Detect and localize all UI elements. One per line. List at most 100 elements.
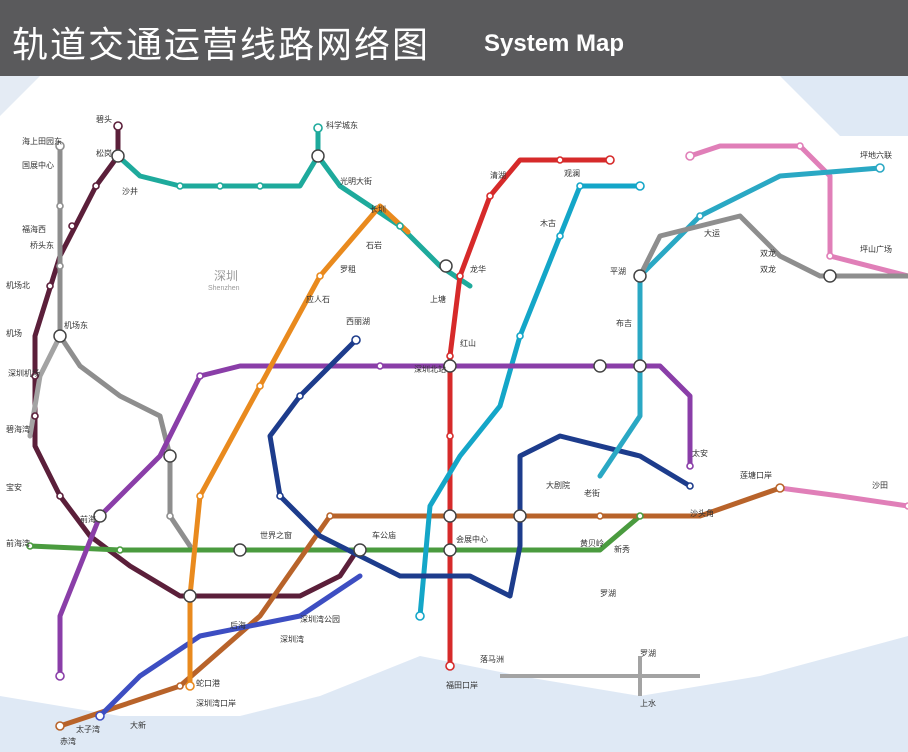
station-label: 沙头角 xyxy=(690,508,714,518)
city-name-en: Shenzhen xyxy=(208,285,240,292)
station-dot xyxy=(486,192,494,200)
station-label: 观澜 xyxy=(564,169,580,178)
station-dot xyxy=(55,671,65,681)
station-label: 前海 xyxy=(80,514,96,524)
station-dot xyxy=(46,282,54,290)
station-label: 机场北 xyxy=(6,280,30,290)
line-12 xyxy=(97,573,363,719)
station-dot xyxy=(446,432,454,440)
station-dot xyxy=(796,142,804,150)
station-dot xyxy=(316,272,324,280)
station-label: 会展中心 xyxy=(456,534,488,544)
station-dot xyxy=(875,163,885,173)
interchange-marker xyxy=(93,509,107,523)
line-10 xyxy=(687,143,908,279)
station-dot xyxy=(56,202,64,210)
station-label: 碧头 xyxy=(96,114,112,124)
station-label: 深圳北站 xyxy=(414,364,446,374)
station-label: 罗租 xyxy=(340,265,356,274)
station-dot xyxy=(176,682,184,690)
station-label: 深圳湾公园 xyxy=(300,614,340,624)
interchange-marker xyxy=(233,543,247,557)
interchange-marker xyxy=(439,259,453,273)
station-label: 深圳机场 xyxy=(8,368,40,378)
line-5 xyxy=(57,363,693,679)
station-label: 龙华 xyxy=(470,264,486,274)
station-dot xyxy=(313,123,323,133)
station-label: 科学城东 xyxy=(326,120,358,130)
station-label: 桥头东 xyxy=(30,240,54,250)
interchange-marker xyxy=(513,509,527,523)
station-label: 坪地六联 xyxy=(860,150,892,160)
line-6 xyxy=(115,125,321,189)
station-label: 国展中心 xyxy=(22,160,54,170)
station-label: 机场 xyxy=(6,328,22,338)
interchange-marker xyxy=(443,543,457,557)
station-dot xyxy=(31,412,39,420)
station-label: 应人石 xyxy=(306,294,330,304)
station-label: 光明大街 xyxy=(340,176,372,186)
station-dot xyxy=(326,512,334,520)
station-label: 上塘 xyxy=(430,294,446,304)
station-dot xyxy=(92,182,100,190)
hk-connector xyxy=(500,656,700,696)
station-dot xyxy=(56,492,64,500)
line-9 xyxy=(57,143,193,549)
station-dot xyxy=(351,335,361,345)
station-dot xyxy=(56,262,64,270)
station-label: 落马洲 xyxy=(480,654,504,664)
station-dot xyxy=(446,352,454,360)
interchange-marker xyxy=(443,509,457,523)
interchange-marker xyxy=(443,359,457,373)
map-title: 轨道交通运营线路网络图 xyxy=(12,25,431,66)
station-label: 老街 xyxy=(584,488,600,498)
station-dot xyxy=(576,182,584,190)
station-label: 福海西 xyxy=(22,224,46,234)
station-dot xyxy=(31,372,39,380)
station-label: 沙田 xyxy=(872,481,888,490)
station-label: 罗湖 xyxy=(640,649,656,658)
station-dot xyxy=(605,155,615,165)
map-title-en: System Map xyxy=(484,30,625,57)
interchange-marker xyxy=(823,269,837,283)
station-label: 大剧院 xyxy=(546,480,570,490)
line-1 xyxy=(27,513,643,553)
station-dots xyxy=(26,121,908,731)
station-label: 双龙 xyxy=(760,248,776,258)
station-dot xyxy=(185,681,195,691)
city-name: 深圳 xyxy=(214,269,238,283)
interchange-marker xyxy=(163,449,177,463)
station-dot xyxy=(826,252,834,260)
station-dot xyxy=(26,542,34,550)
interchange-marker xyxy=(183,589,197,603)
station-label: 蛇口港 xyxy=(196,678,220,688)
station-label: 大新 xyxy=(130,720,146,730)
station-dot xyxy=(68,222,76,230)
line-3 xyxy=(417,183,643,619)
header-bar: 轨道交通运营线路网络图 System Map xyxy=(0,0,908,76)
station-label: 深圳湾口岸 xyxy=(196,698,236,708)
interchange-marker xyxy=(633,359,647,373)
station-label: 世界之窗 xyxy=(260,530,292,540)
city-label: 深圳 Shenzhen xyxy=(208,269,240,292)
station-label: 木古 xyxy=(540,218,556,228)
station-label: 长圳 xyxy=(370,204,386,214)
interchange-marker xyxy=(633,269,647,283)
interchanges xyxy=(53,149,837,603)
station-dot xyxy=(636,512,644,520)
station-dot xyxy=(456,272,464,280)
station-label: 前海湾 xyxy=(6,538,30,548)
station-dot xyxy=(696,212,704,220)
station-label: 后海 xyxy=(230,620,246,630)
station-dot xyxy=(376,362,384,370)
station-dot xyxy=(256,182,264,190)
station-label: 松岗 xyxy=(96,148,112,158)
station-label: 黄贝岭 xyxy=(580,538,604,548)
line-14 xyxy=(597,165,883,479)
interchange-marker xyxy=(111,149,125,163)
line-11 xyxy=(32,123,363,599)
station-label: 赤湾 xyxy=(60,736,76,746)
station-label: 碧海湾 xyxy=(6,424,30,434)
line-7 xyxy=(267,337,693,599)
metro-map[interactable]: 深圳 Shenzhen 碧头 松岗 沙井 海上田园东 国展中心 福海西 桥头东 … xyxy=(0,76,908,752)
